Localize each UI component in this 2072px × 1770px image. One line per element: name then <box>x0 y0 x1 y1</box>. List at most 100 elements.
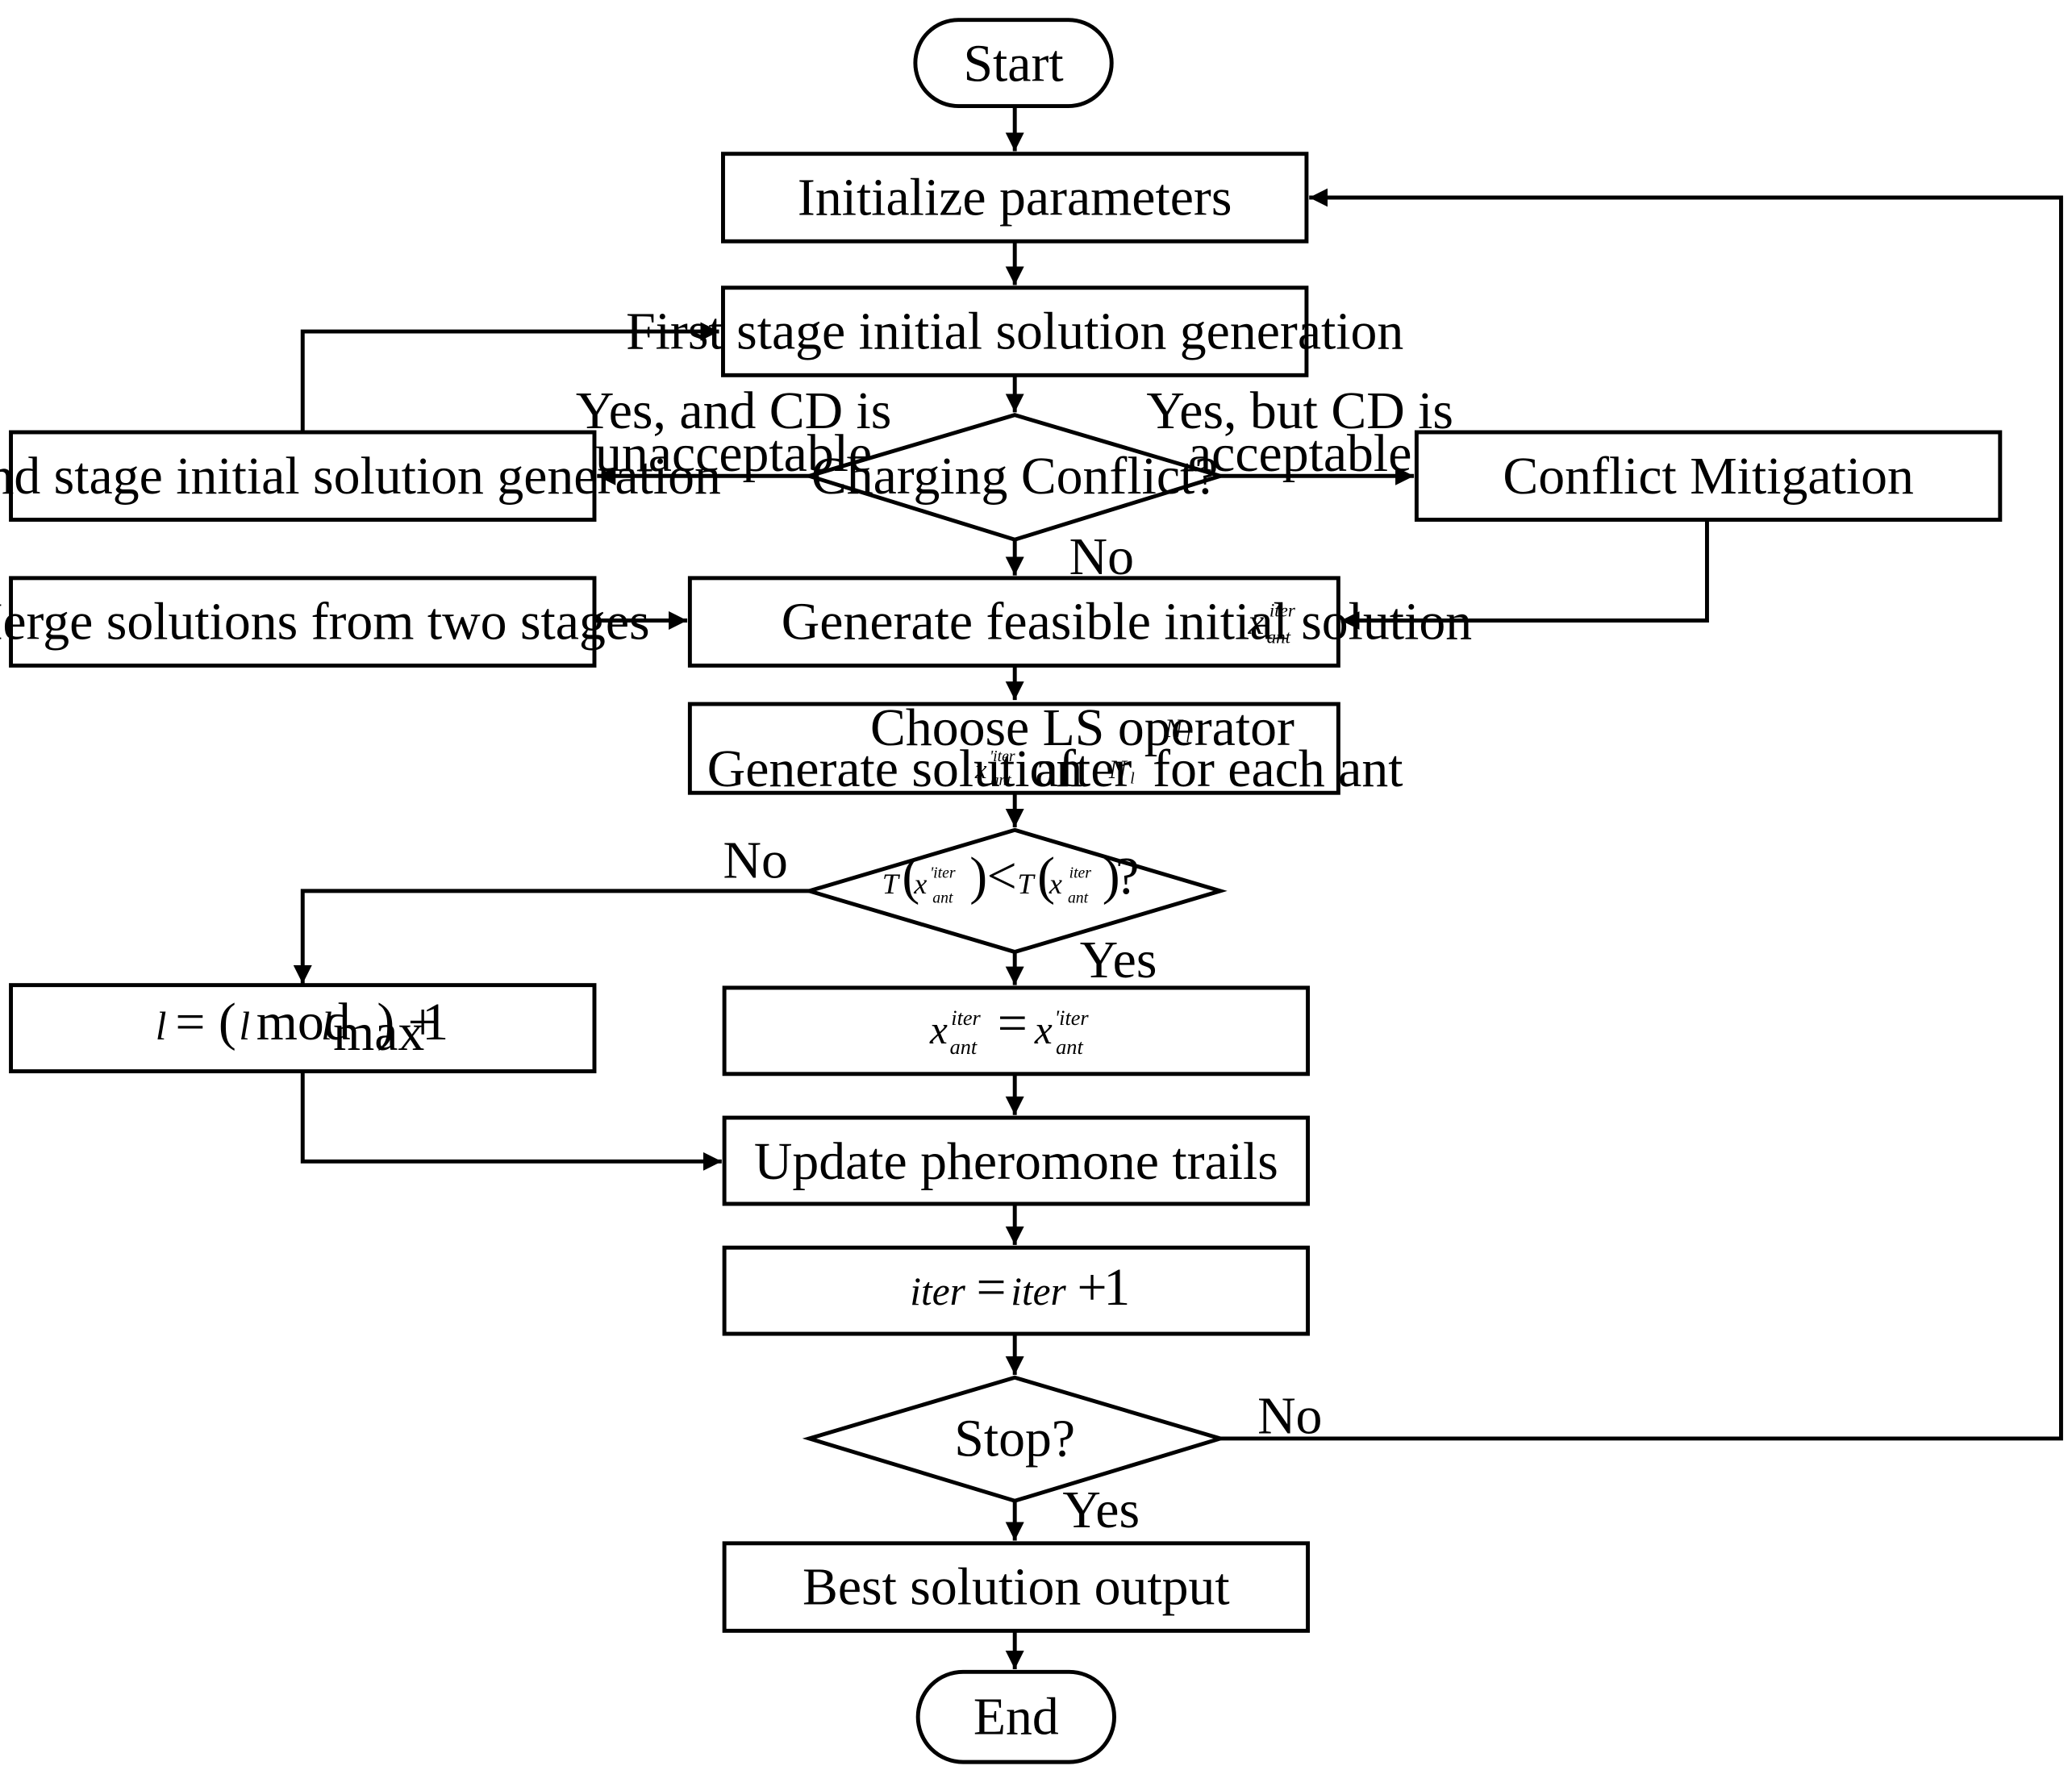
first-stage-box <box>721 285 1309 377</box>
iter-inc-box <box>722 1245 1311 1336</box>
assign-box <box>722 985 1311 1077</box>
update-l-eq: = ( <box>175 993 236 1052</box>
compare-x1: x <box>913 868 927 900</box>
iter-inc-plus: + <box>1077 1258 1107 1317</box>
end-node: End <box>915 1669 1116 1764</box>
label-conflict-right-1: Yes, but CD is <box>1146 381 1453 440</box>
assign-x1-sub: ant <box>950 1035 978 1059</box>
assign-x2-sub: ant <box>1056 1035 1083 1059</box>
choose-ls-node: Choose LS operator N l Generate solution… <box>687 698 1403 798</box>
second-stage-label: Second stage initial solution generation <box>0 447 721 506</box>
generate-feasible-box <box>687 576 1340 668</box>
choose-ls-n2: N <box>1108 756 1128 785</box>
choose-ls-line2b: after <box>1035 739 1132 798</box>
label-conflict-left-1: Yes, and CD is <box>576 381 892 440</box>
edge-stop-to-init <box>1220 188 2063 1441</box>
edge-second-to-first <box>300 322 719 431</box>
compare-qmark: ? <box>1115 847 1139 906</box>
compare-x1-sub: ant <box>932 889 953 907</box>
charging-conflict-node: Charging Conflict? <box>802 413 1228 542</box>
second-stage-box <box>9 430 597 522</box>
choose-ls-n2-sub: l <box>1130 770 1135 788</box>
init-params-node: Initialize parameters <box>721 152 1309 244</box>
assign-x2: x <box>1034 1008 1053 1052</box>
start-label: Start <box>963 34 1063 93</box>
compare-x2-sup: iter <box>1069 864 1092 881</box>
compare-lt: < <box>987 847 1017 906</box>
generate-feasible-node: Generate feasible initial solution x ite… <box>687 576 1472 668</box>
init-params-box <box>721 152 1309 244</box>
update-l-l3: l <box>321 1004 332 1048</box>
compare-x1-sup: 'iter <box>930 864 956 881</box>
end-terminator <box>915 1669 1116 1764</box>
choose-ls-n1-sub: l <box>1186 729 1190 747</box>
merge-node: Merge solutions from two stages <box>0 576 650 668</box>
stop-label: Stop? <box>954 1409 1075 1468</box>
generate-feasible-x: x <box>1248 602 1265 642</box>
update-l-node: l = ( l mod l max ) + 1 <box>9 983 597 1073</box>
best-output-label: Best solution output <box>803 1558 1230 1617</box>
compare-x2: x <box>1049 868 1062 900</box>
update-pheromone-node: Update pheromone trails <box>722 1115 1311 1206</box>
label-conflict-left-2: unacceptable <box>595 424 872 483</box>
iter-inc-eq: = <box>977 1258 1007 1317</box>
assign-x1-sup: iter <box>951 1006 981 1030</box>
compare-x2-sub: ant <box>1068 889 1089 907</box>
first-stage-label: First stage initial solution generation <box>626 302 1403 361</box>
choose-ls-n1: N <box>1164 714 1184 743</box>
start-node: Start <box>913 18 1114 109</box>
update-l-l2: l <box>239 1004 250 1048</box>
generate-feasible-sub: ant <box>1267 626 1291 647</box>
charging-conflict-diamond <box>802 413 1228 542</box>
stop-diamond <box>802 1375 1228 1503</box>
edge-compare-to-update-l <box>293 889 810 984</box>
best-output-node: Best solution output <box>722 1541 1311 1633</box>
start-terminator <box>913 18 1114 109</box>
label-conflict-no: No <box>1069 527 1134 586</box>
choose-ls-x: x <box>974 756 987 785</box>
assign-node: x iter ant = x 'iter ant <box>722 985 1311 1077</box>
compare-t2: T <box>1017 868 1036 900</box>
edge-labels: Yes, and CD is unacceptable Yes, but CD … <box>576 381 1453 1539</box>
compare-node: T ( x 'iter ant ) < T ( x iter ant ) ? <box>802 827 1228 955</box>
compare-paren1: ( <box>902 847 919 906</box>
compare-diamond <box>802 827 1228 955</box>
choose-ls-x-sup: 'iter <box>990 748 1015 765</box>
conflict-mitigation-node: Conflict Mitigation <box>1414 430 2003 522</box>
update-l-max: max <box>333 1003 424 1062</box>
iter-inc-one: 1 <box>1103 1258 1130 1317</box>
generate-feasible-sup: iter <box>1269 600 1296 621</box>
edge-mitigation-to-feasible <box>1340 519 1709 630</box>
generate-feasible-label: Generate feasible initial solution <box>782 593 1472 652</box>
update-l-mod: mod <box>256 993 351 1052</box>
label-compare-no: No <box>723 831 787 890</box>
first-stage-node: First stage initial solution generation <box>626 285 1403 377</box>
stop-node: Stop? <box>802 1375 1228 1503</box>
assign-eq: = <box>998 994 1028 1053</box>
compare-paren2: ) <box>969 847 987 906</box>
update-pheromone-box <box>722 1115 1311 1206</box>
label-stop-yes: Yes <box>1062 1481 1140 1539</box>
compare-paren3: ( <box>1037 847 1055 906</box>
conflict-mitigation-label: Conflict Mitigation <box>1503 447 1914 506</box>
iter-inc-node: iter = iter + 1 <box>722 1245 1311 1336</box>
update-l-l1: l <box>156 1004 167 1048</box>
end-label: End <box>973 1688 1059 1747</box>
edges <box>293 106 2063 1670</box>
merge-label: Merge solutions from two stages <box>0 593 650 652</box>
choose-ls-line1: Choose LS operator <box>870 698 1294 757</box>
iter-inc-iter1: iter <box>910 1269 965 1314</box>
choose-ls-box <box>687 702 1340 795</box>
label-conflict-right-2: acceptable <box>1188 424 1411 483</box>
update-pheromone-label: Update pheromone trails <box>754 1132 1278 1191</box>
label-compare-yes: Yes <box>1080 931 1157 989</box>
update-l-box <box>9 983 597 1073</box>
conflict-mitigation-box <box>1414 430 2003 522</box>
label-stop-no: No <box>1257 1387 1322 1446</box>
edge-update-l-to-pheromone <box>300 1071 722 1171</box>
assign-x1: x <box>929 1008 948 1052</box>
assign-x2-sup: 'iter <box>1055 1006 1090 1030</box>
charging-conflict-label: Charging Conflict? <box>811 447 1219 506</box>
choose-ls-line2c: for each ant <box>1153 739 1403 798</box>
